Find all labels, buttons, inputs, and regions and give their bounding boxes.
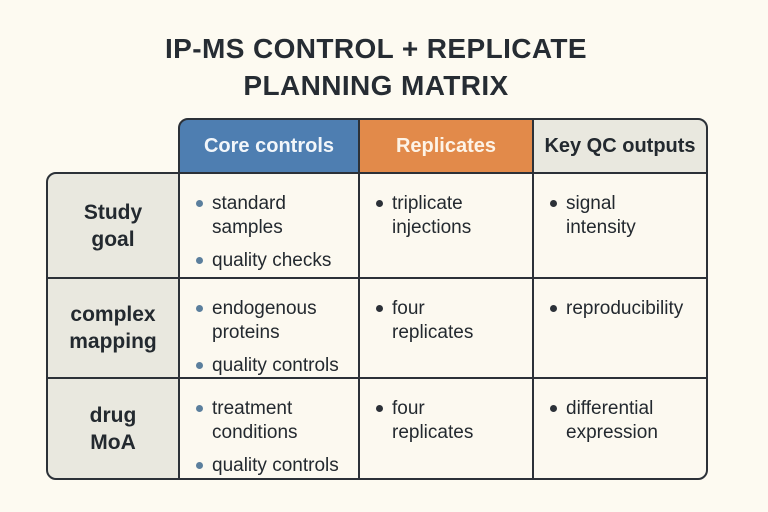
list-item: treatment conditions bbox=[196, 397, 350, 445]
row-header-drug-moa: drug MoA bbox=[46, 377, 180, 480]
bullet-dot-icon bbox=[550, 305, 557, 312]
cell-drug-moa-core-controls: treatment conditions quality controls bbox=[178, 377, 360, 480]
page-title: IP-MS CONTROL + REPLICATE PLANNING MATRI… bbox=[0, 30, 752, 104]
cell-drug-moa-key-qc-outputs: differential expression bbox=[532, 377, 708, 480]
list-item: quality controls bbox=[196, 354, 350, 378]
cell-study-goal-key-qc-outputs: signal intensity bbox=[532, 172, 708, 279]
cell-complex-mapping-key-qc-outputs: reproducibility bbox=[532, 277, 708, 379]
list-item-text: triplicate injections bbox=[392, 193, 472, 238]
column-header-key-qc-outputs: Key QC outputs bbox=[532, 118, 708, 174]
page-title-line1: IP-MS CONTROL + REPLICATE bbox=[165, 33, 587, 64]
list-item-text: quality checks bbox=[212, 250, 332, 271]
list-item-text: reproducibility bbox=[566, 298, 684, 319]
row-header-study-goal: Study goal bbox=[46, 172, 180, 279]
bullet-dot-icon bbox=[376, 200, 383, 207]
list-item: four replicates bbox=[376, 397, 524, 445]
page-title-line2: PLANNING MATRIX bbox=[243, 70, 509, 101]
cell-complex-mapping-core-controls: endogenous proteins quality controls bbox=[178, 277, 360, 379]
bullet-dot-icon bbox=[196, 462, 203, 469]
list-item: four replicates bbox=[376, 297, 524, 345]
column-header-replicates-label: Replicates bbox=[395, 134, 497, 157]
list-item-text: endogenous proteins bbox=[212, 298, 317, 343]
bullet-dot-icon bbox=[196, 362, 203, 369]
list-item: reproducibility bbox=[550, 297, 698, 321]
list-item-text: signal intensity bbox=[566, 193, 636, 238]
bullet-dot-icon bbox=[196, 200, 203, 207]
list-item-text: treatment conditions bbox=[212, 398, 298, 443]
list-item: standard samples bbox=[196, 192, 350, 240]
list-item: quality checks bbox=[196, 249, 350, 273]
bullet-dot-icon bbox=[550, 200, 557, 207]
list-item: signal intensity bbox=[550, 192, 698, 240]
list-item: differential expression bbox=[550, 397, 698, 445]
bullet-dot-icon bbox=[196, 305, 203, 312]
bullet-dot-icon bbox=[376, 405, 383, 412]
column-header-replicates: Replicates bbox=[358, 118, 534, 174]
column-header-core-controls-label: Core controls bbox=[203, 134, 335, 157]
list-item-text: four replicates bbox=[392, 398, 474, 443]
list-item-text: four replicates bbox=[392, 298, 474, 343]
cell-study-goal-replicates: triplicate injections bbox=[358, 172, 534, 279]
bullet-dot-icon bbox=[550, 405, 557, 412]
list-item-text: quality controls bbox=[212, 455, 339, 476]
row-header-complex-mapping: complex mapping bbox=[46, 277, 180, 379]
bullet-dot-icon bbox=[196, 257, 203, 264]
list-item: triplicate injections bbox=[376, 192, 524, 240]
cell-study-goal-core-controls: standard samples quality checks bbox=[178, 172, 360, 279]
list-item-text: standard samples bbox=[212, 193, 286, 238]
cell-complex-mapping-replicates: four replicates bbox=[358, 277, 534, 379]
list-item: quality controls bbox=[196, 454, 350, 478]
cell-drug-moa-replicates: four replicates bbox=[358, 377, 534, 480]
column-header-core-controls: Core controls bbox=[178, 118, 360, 174]
column-header-key-qc-outputs-label: Key QC outputs bbox=[544, 134, 696, 157]
list-item: endogenous proteins bbox=[196, 297, 350, 345]
list-item-text: differential expression bbox=[566, 398, 658, 443]
bullet-dot-icon bbox=[196, 405, 203, 412]
bullet-dot-icon bbox=[376, 305, 383, 312]
list-item-text: quality controls bbox=[212, 355, 339, 376]
